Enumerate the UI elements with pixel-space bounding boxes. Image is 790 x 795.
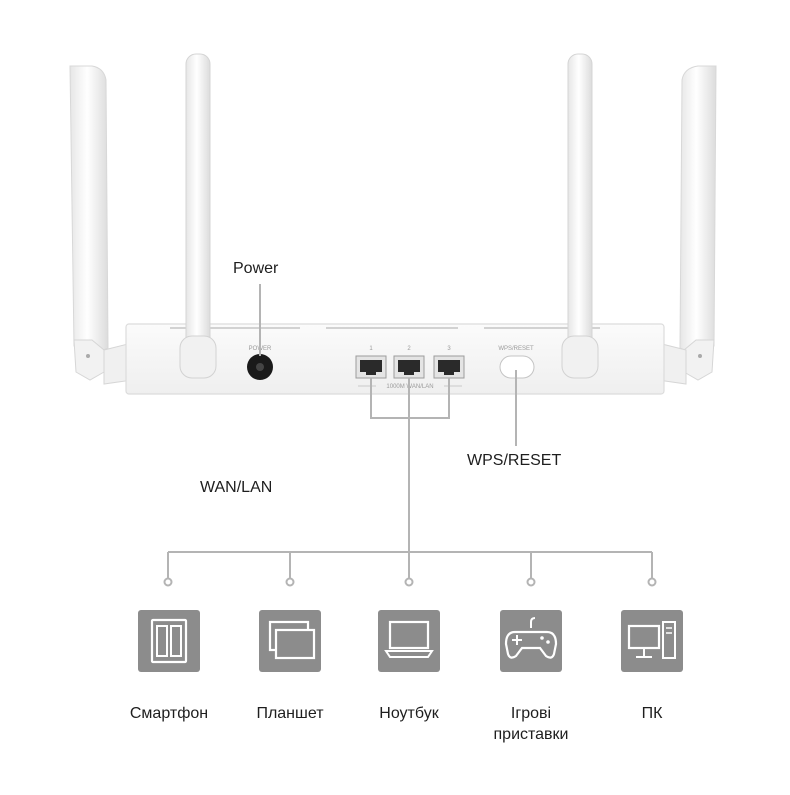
device-label-tablet: Планшет — [256, 705, 324, 722]
wan-lan-label: WAN/LAN — [200, 479, 273, 496]
gamepad-icon — [500, 610, 562, 672]
device-label-game-console: Ігрові приставки — [493, 705, 569, 743]
ethernet-port-1 — [355, 355, 387, 379]
antenna-left-outer — [69, 65, 109, 381]
wps-panel-label: WPS/RESET — [498, 346, 534, 352]
ethernet-port-2 — [393, 355, 425, 379]
port-number-3: 3 — [447, 346, 451, 352]
port-number-1: 1 — [369, 346, 373, 352]
ethernet-port-3 — [433, 355, 465, 379]
laptop-icon — [378, 610, 440, 672]
smartphone-icon — [138, 610, 200, 672]
leader-lines — [167, 284, 653, 580]
antenna-right-outer — [679, 65, 717, 381]
antenna-right-inner — [561, 53, 599, 379]
connection-dots — [163, 577, 657, 587]
power-label: Power — [233, 260, 279, 277]
tablet-icon — [259, 610, 321, 672]
device-label-smartphone: Смартфон — [129, 705, 209, 722]
port-number-2: 2 — [407, 346, 411, 352]
device-label-laptop: Ноутбук — [379, 705, 439, 722]
wps-reset-label: WPS/RESET — [467, 452, 562, 469]
desktop-pc-icon — [621, 610, 683, 672]
device-label-pc: ПК — [641, 705, 663, 722]
antenna-left-inner — [179, 53, 217, 379]
ethernet-ports: 1 2 3 1000M WAN/LAN — [355, 346, 465, 390]
